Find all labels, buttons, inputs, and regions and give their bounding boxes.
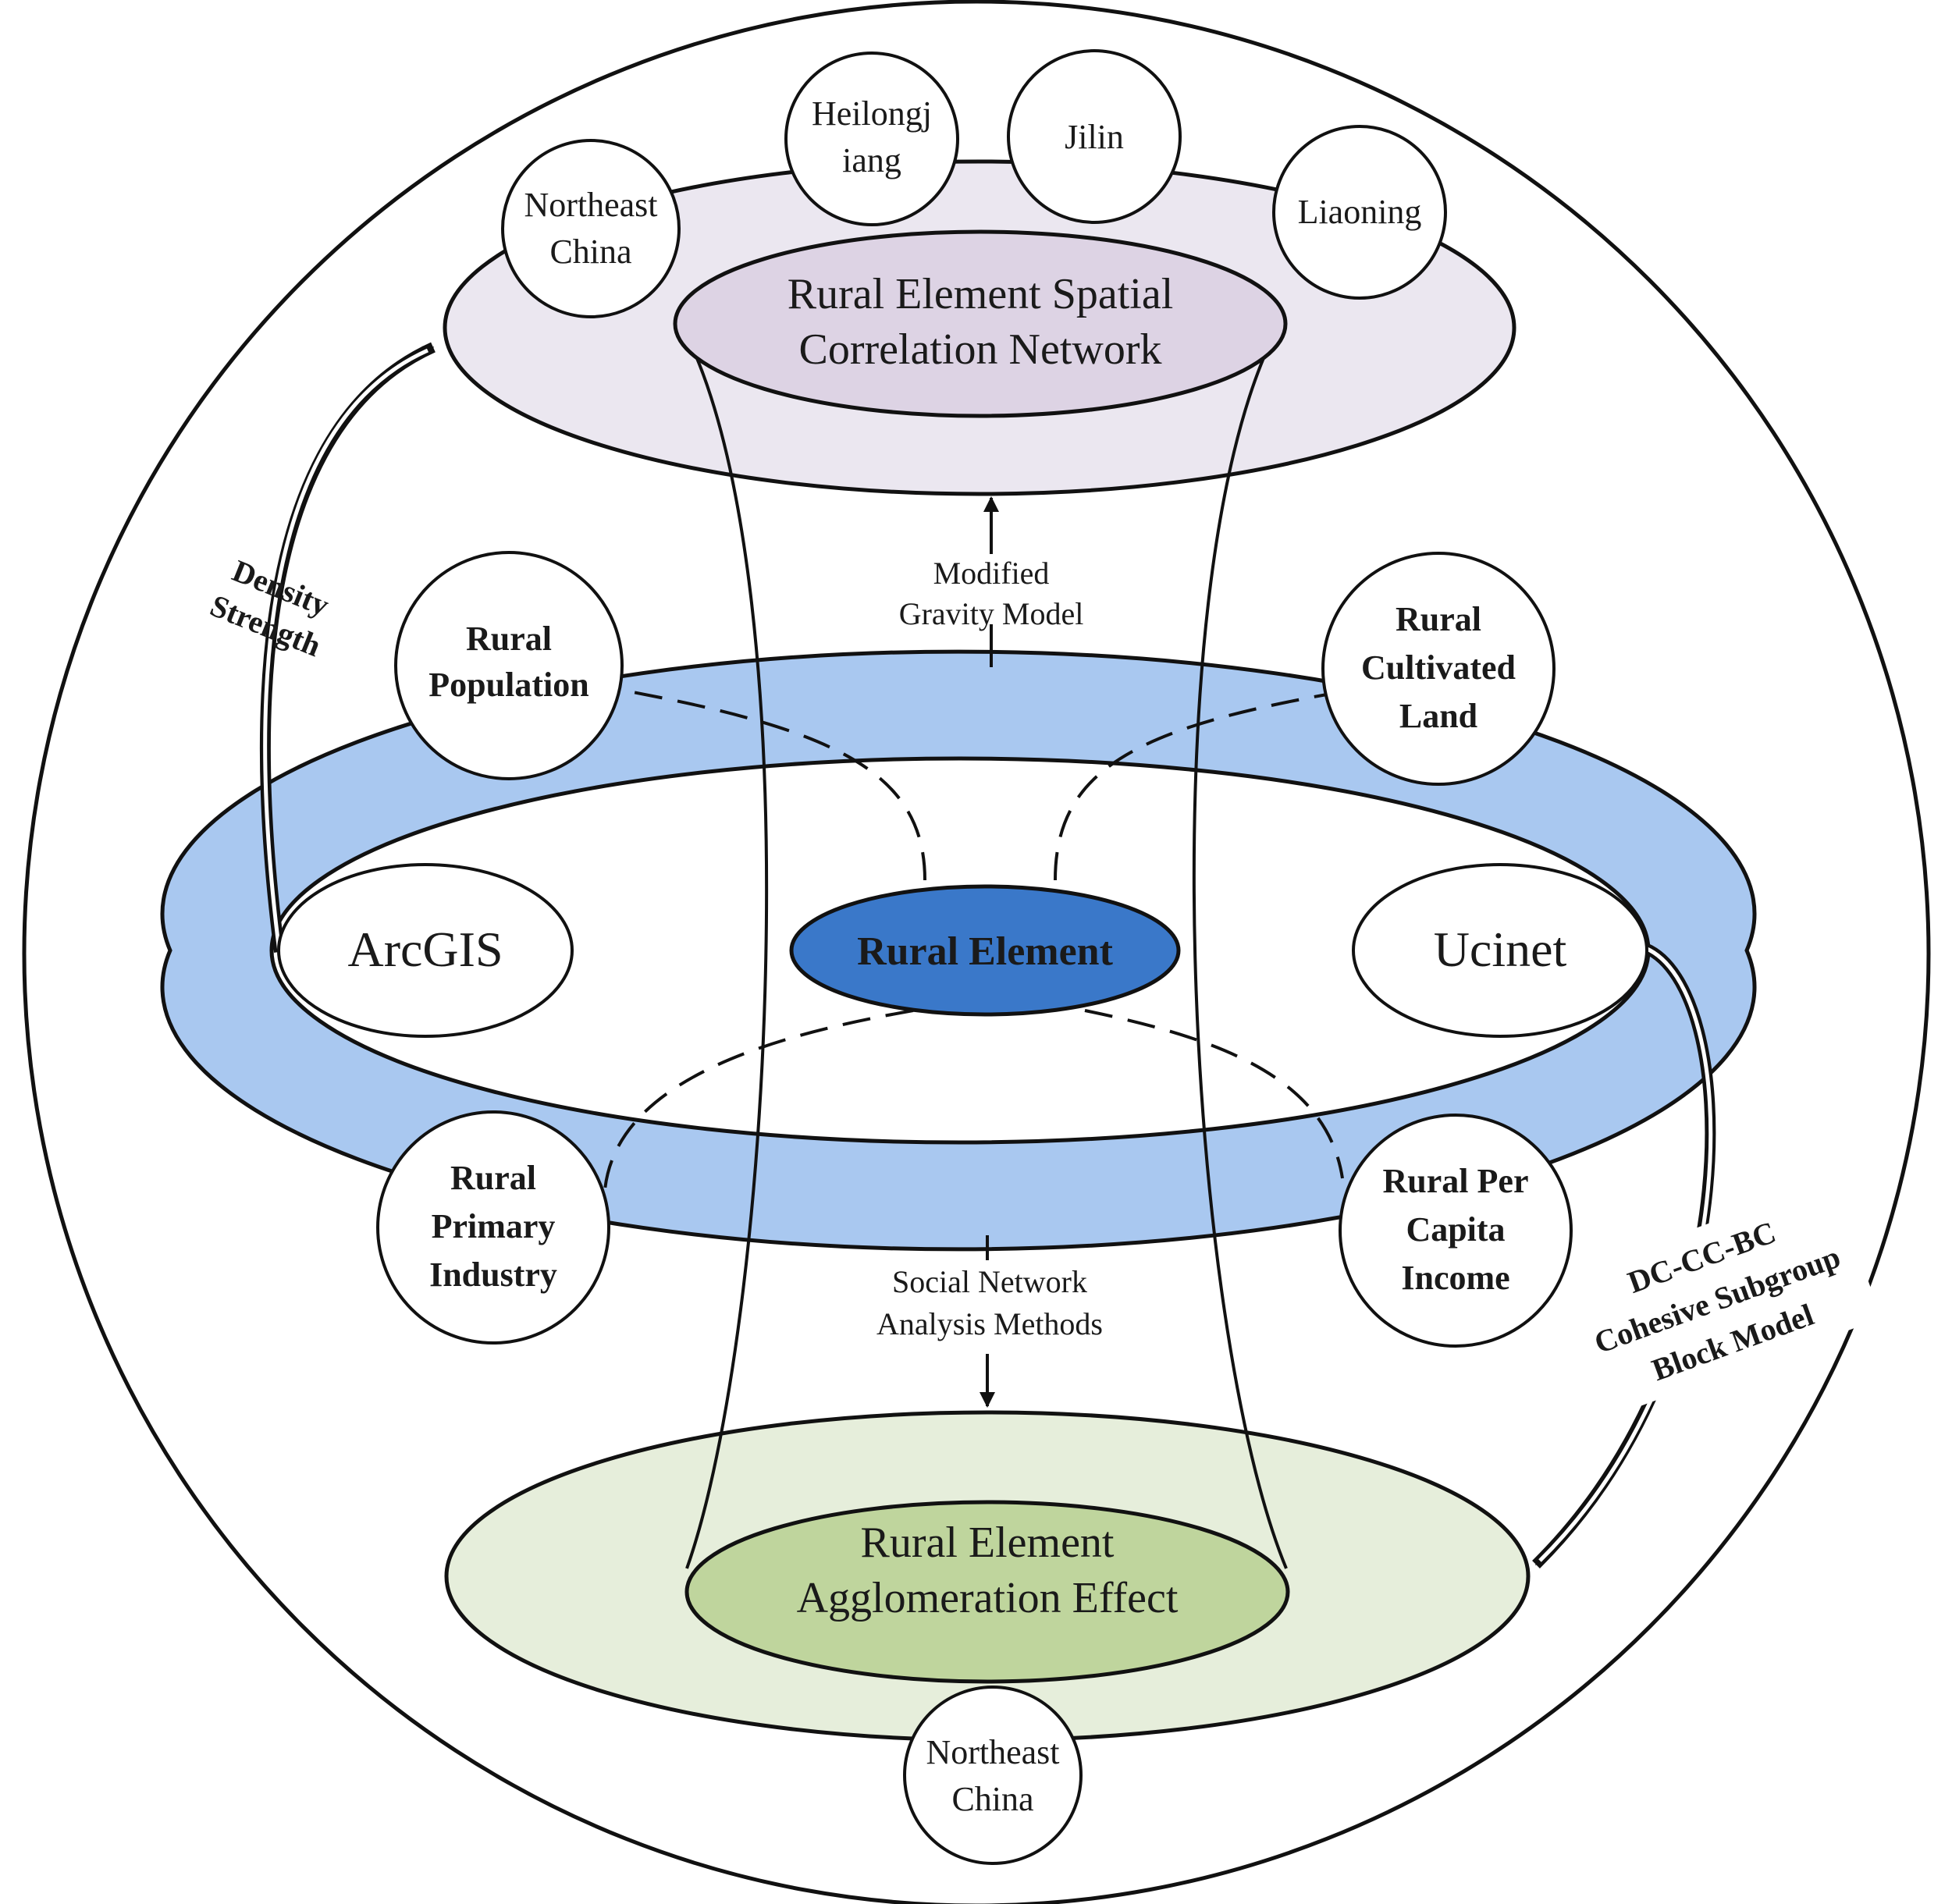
region-heilongjiang bbox=[784, 52, 959, 226]
bottom-core-label-1: Rural Element bbox=[860, 1519, 1114, 1567]
top-core-label-1: Rural Element Spatial bbox=[788, 270, 1174, 318]
factor-primary-line-2: Primary bbox=[432, 1207, 556, 1245]
link-income bbox=[1084, 1009, 1344, 1179]
factor-income-line-3: Income bbox=[1401, 1259, 1509, 1297]
factor-income-line-2: Capita bbox=[1406, 1210, 1505, 1249]
arcgis-label: ArcGIS bbox=[347, 922, 503, 977]
down-arrow-label-1: Social Network bbox=[892, 1264, 1087, 1299]
top-core-ellipse bbox=[673, 229, 1288, 418]
region-liaoning bbox=[1272, 125, 1447, 300]
factor-rural-primary-industry bbox=[376, 1110, 610, 1345]
region-jilin bbox=[1007, 49, 1182, 224]
factor-primary-line-3: Industry bbox=[429, 1256, 557, 1294]
cohesive-subgroup-arrow-inner bbox=[1538, 946, 1713, 1562]
region-northeast-china-bottom bbox=[903, 1686, 1083, 1865]
factor-cultivated-line-3: Land bbox=[1399, 697, 1477, 735]
region-bottom-line-2: China bbox=[951, 1780, 1033, 1818]
link-cultivated bbox=[1054, 693, 1328, 881]
factor-rural-per-capita-income bbox=[1339, 1114, 1573, 1348]
cohesive-subgroup-label: DC-CC-BC Cohesive Subgroup Block Model bbox=[1552, 1178, 1883, 1420]
up-arrow-label-1: Modified bbox=[933, 556, 1050, 591]
bottom-core-label-2: Agglomeration Effect bbox=[797, 1574, 1179, 1622]
factor-primary-line-1: Rural bbox=[450, 1159, 536, 1197]
region-top-1-line-1: Heilongj bbox=[812, 94, 932, 133]
tube-left-wall bbox=[685, 335, 769, 1569]
cohesive-subgroup-label-bg bbox=[1552, 1178, 1883, 1420]
factor-cultivated-line-1: Rural bbox=[1396, 600, 1481, 638]
region-northeast-china-top bbox=[501, 139, 681, 318]
ucinet-label: Ucinet bbox=[1434, 922, 1567, 977]
region-top-0-line-2: China bbox=[549, 233, 631, 271]
factor-rural-cultivated-land bbox=[1321, 552, 1556, 786]
factor-income-line-1: Rural Per bbox=[1383, 1162, 1529, 1200]
region-top-2-line-1: Jilin bbox=[1065, 118, 1124, 156]
rural-element-label: Rural Element bbox=[857, 929, 1114, 974]
up-arrow-label-2: Gravity Model bbox=[899, 596, 1084, 631]
region-top-1-line-2: iang bbox=[842, 141, 901, 179]
factor-rural-population bbox=[394, 551, 624, 780]
link-population bbox=[624, 689, 926, 881]
density-strength-arrow-inner bbox=[263, 348, 429, 953]
link-primary bbox=[603, 1009, 914, 1191]
tube-right-wall bbox=[1192, 335, 1288, 1569]
factor-cultivated-line-2: Cultivated bbox=[1361, 648, 1516, 687]
region-bottom-line-1: Northeast bbox=[926, 1733, 1059, 1771]
down-arrow-label-2: Analysis Methods bbox=[876, 1306, 1103, 1341]
top-core-label-2: Correlation Network bbox=[799, 325, 1162, 374]
rural-element-center bbox=[789, 884, 1181, 1017]
region-top-0-line-1: Northeast bbox=[524, 186, 657, 224]
region-top-3-line-1: Liaoning bbox=[1298, 193, 1422, 231]
ucinet-node bbox=[1352, 863, 1648, 1038]
bottom-core-ellipse bbox=[684, 1500, 1290, 1684]
arcgis-node bbox=[277, 863, 574, 1038]
factor-population-line-1: Rural bbox=[466, 620, 552, 658]
factor-population-line-2: Population bbox=[428, 666, 588, 704]
